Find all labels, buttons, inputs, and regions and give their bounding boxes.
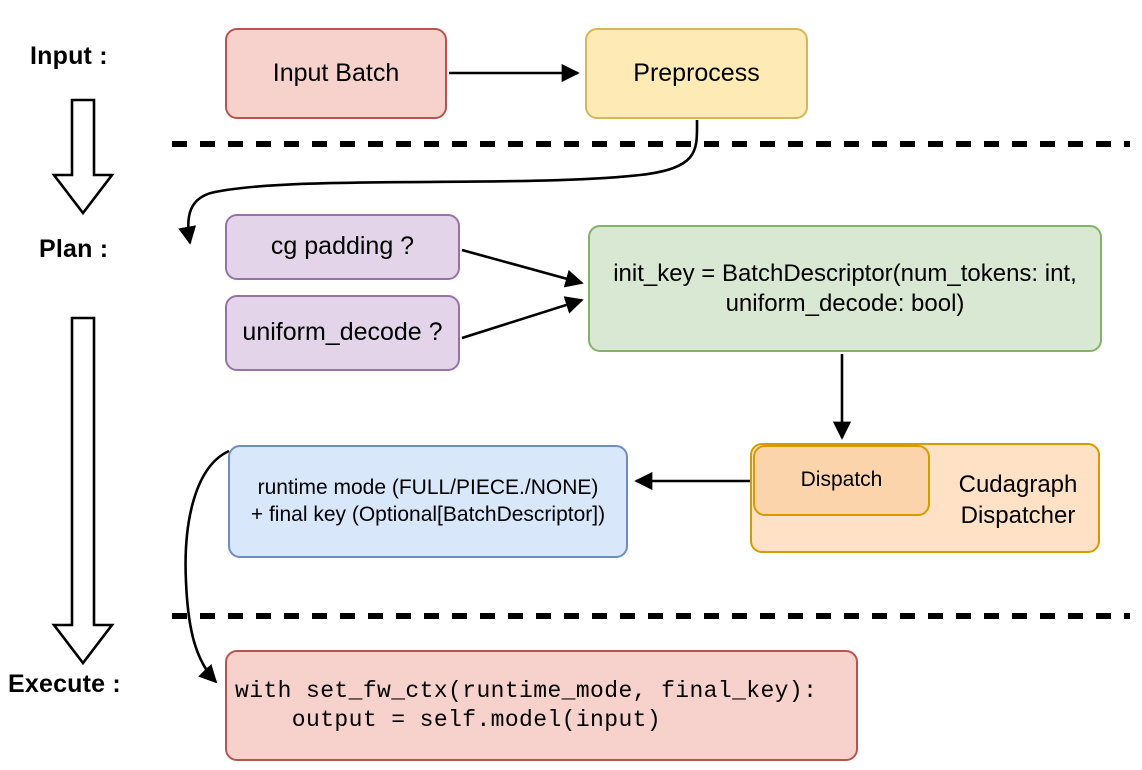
node-code-block-line2: output = self.model(input) <box>235 706 662 733</box>
node-init-key-line2: uniform_decode: bool) <box>725 289 965 317</box>
node-cg-padding[interactable]: cg padding ? <box>225 214 460 280</box>
node-preprocess[interactable]: Preprocess <box>585 28 808 119</box>
edge-runtimemode-codeblock <box>184 449 230 684</box>
stage-arrow-plan-to-execute <box>51 316 115 666</box>
stage-label-input: Input : <box>30 42 108 70</box>
node-code-block[interactable]: with set_fw_ctx(runtime_mode, final_key)… <box>225 650 858 761</box>
node-uniform-decode-label: uniform_decode ? <box>242 318 443 347</box>
stage-label-plan: Plan : <box>39 235 109 263</box>
node-runtime-mode-line1: runtime mode (FULL/PIECE./NONE) <box>257 476 599 500</box>
edge-cgpadding-initkey <box>461 248 584 288</box>
node-input-batch-label: Input Batch <box>272 58 400 87</box>
node-runtime-mode[interactable]: runtime mode (FULL/PIECE./NONE) + final … <box>228 445 628 558</box>
node-runtime-mode-text: runtime mode (FULL/PIECE./NONE) + final … <box>230 475 626 528</box>
node-init-key-line1: init_key = BatchDescriptor(num_tokens: i… <box>613 259 1077 287</box>
node-init-key-text: init_key = BatchDescriptor(num_tokens: i… <box>590 259 1100 319</box>
node-cudagraph-dispatcher-line1: Cudagraph <box>958 471 1078 498</box>
edge-uniformdecode-initkey <box>461 296 584 340</box>
stage-arrow-input-to-plan <box>51 98 115 216</box>
node-preprocess-label: Preprocess <box>633 58 760 87</box>
stage-label-execute: Execute : <box>8 670 121 698</box>
node-code-block-line1: with set_fw_ctx(runtime_mode, final_key)… <box>235 677 818 704</box>
node-init-key[interactable]: init_key = BatchDescriptor(num_tokens: i… <box>588 225 1102 352</box>
node-input-batch[interactable]: Input Batch <box>225 28 447 119</box>
node-dispatch[interactable]: Dispatch <box>753 445 930 516</box>
node-uniform-decode[interactable]: uniform_decode ? <box>225 295 460 371</box>
node-cudagraph-dispatcher-label: Cudagraph Dispatcher <box>938 469 1098 531</box>
node-cg-padding-label: cg padding ? <box>270 232 415 261</box>
node-runtime-mode-line2: + final key (Optional[BatchDescriptor]) <box>250 502 606 526</box>
node-dispatch-label: Dispatch <box>800 468 883 492</box>
node-code-block-text: with set_fw_ctx(runtime_mode, final_key)… <box>227 677 817 735</box>
node-cudagraph-dispatcher-line2: Dispatcher <box>960 502 1076 530</box>
